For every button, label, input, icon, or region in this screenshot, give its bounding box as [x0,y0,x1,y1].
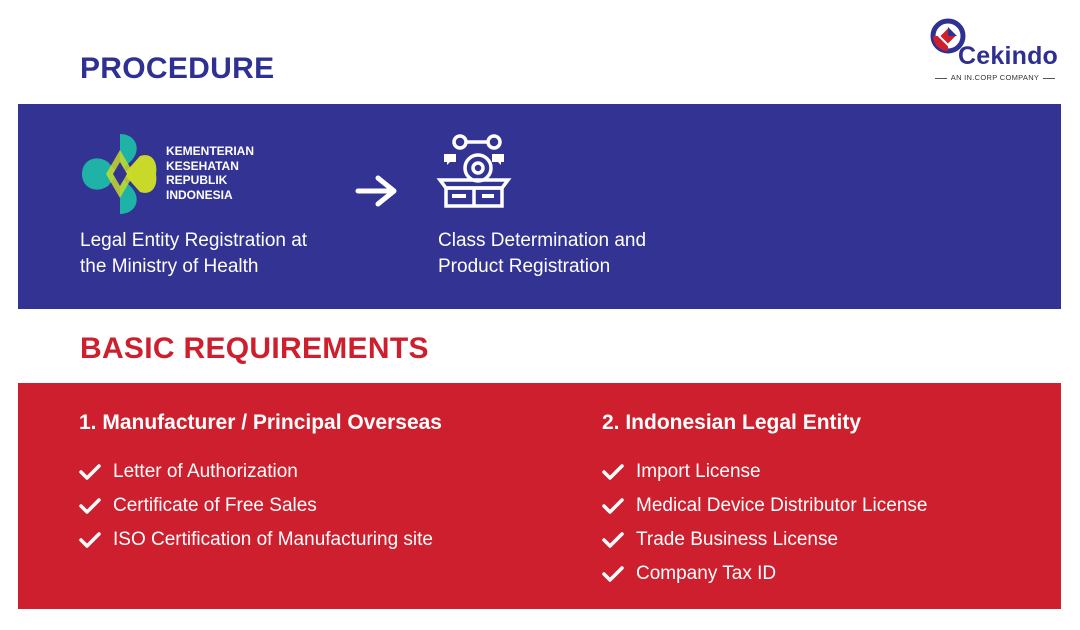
ministry-logo-line: INDONESIA [166,187,233,202]
list-item-text: Certificate of Free Sales [113,495,317,516]
requirements-column-legal-entity: 2. Indonesian Legal Entity Import Licens… [602,411,927,591]
requirements-list: Import License Medical Device Distributo… [602,455,927,591]
arrow-right-icon [355,175,397,207]
step-1-line: the Ministry of Health [80,256,259,277]
list-item-text: Letter of Authorization [113,461,298,482]
list-item-text: ISO Certification of Manufacturing site [113,529,433,550]
ministry-logo-line: KEMENTERIAN [166,144,255,158]
checkmark-icon [79,464,101,480]
checkmark-icon [602,566,624,582]
list-item: Certificate of Free Sales [79,489,442,523]
procedure-panel: KEMENTERIAN KESEHATAN REPUBLIK INDONESIA… [18,104,1061,309]
column-heading: 2. Indonesian Legal Entity [602,411,862,434]
checkmark-icon [602,498,624,514]
step-2-line: Product Registration [438,256,611,277]
ministry-logo-line: KESEHATAN [166,158,239,173]
list-item-text: Trade Business License [636,529,839,550]
list-item: Import License [602,455,927,489]
checkmark-icon [602,532,624,548]
requirements-panel: 1. Manufacturer / Principal Overseas Let… [18,383,1061,609]
checkmark-icon [79,532,101,548]
list-item: Letter of Authorization [79,455,442,489]
list-item: ISO Certification of Manufacturing site [79,523,442,557]
list-item: Company Tax ID [602,557,927,591]
checkmark-icon [79,498,101,514]
factory-gear-icon [436,134,512,208]
procedure-title: PROCEDURE [80,52,275,85]
procedure-step-2-label: Class Determination and Product Registra… [438,228,738,280]
requirements-column-manufacturer: 1. Manufacturer / Principal Overseas Let… [79,411,442,557]
list-item-text: Import License [636,461,761,482]
step-1-line: Legal Entity Registration at [80,230,308,251]
list-item: Trade Business License [602,523,927,557]
cekindo-logo-mark-icon [930,18,966,54]
requirements-list: Letter of Authorization Certificate of F… [79,455,442,557]
brand-tagline: AN IN.CORP COMPANY [928,73,1062,82]
column-heading: 1. Manufacturer / Principal Overseas [79,411,442,434]
ministry-of-health-logo-icon [82,134,157,214]
list-item: Medical Device Distributor License [602,489,927,523]
brand-name: Cekindo [958,42,1059,70]
step-2-line: Class Determination and [438,230,647,251]
cekindo-logo: Cekindo AN IN.CORP COMPANY [928,16,1062,84]
procedure-step-1-label: Legal Entity Registration at the Ministr… [80,228,380,280]
list-item-text: Medical Device Distributor License [636,495,928,516]
checkmark-icon [602,464,624,480]
ministry-logo-text: KEMENTERIAN KESEHATAN REPUBLIK INDONESIA [166,144,254,202]
ministry-logo-line: REPUBLIK [166,173,228,187]
list-item-text: Company Tax ID [636,563,777,584]
requirements-title: BASIC REQUIREMENTS [80,332,429,365]
